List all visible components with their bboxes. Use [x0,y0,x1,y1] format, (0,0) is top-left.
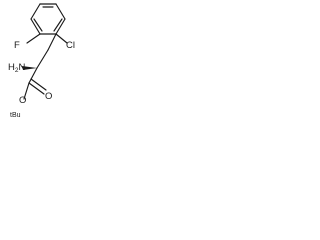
bond-ch2-to-alpha [36,49,49,69]
fluorine-label: F [14,40,20,51]
amine-hydrogen: H [8,62,15,73]
amine-label: H2N [8,62,26,74]
ring-bond-6 [30,3,41,20]
ring-bond-5 [30,18,41,35]
chlorine-label: Cl [66,40,75,51]
ring-bond-2 [55,3,66,20]
bond-carbonyl-to-ester-oxygen [23,82,30,100]
amine-nitrogen: N [19,62,26,73]
bond-ring-to-ch2 [47,33,57,51]
ring-double-bond-2 [53,18,63,32]
bond-alpha-to-carbonyl [28,67,38,84]
chemical-structure: F Cl H2N O O tBu [8,3,75,119]
benzene-ring [30,3,66,35]
tert-butyl-label: tBu [10,112,21,119]
bond-ring-to-fluorine [26,33,41,44]
carbonyl-oxygen-label: O [45,91,52,102]
ring-bond-3 [55,18,66,35]
bond-carbonyl-double-1 [28,82,45,95]
ester-oxygen-label: O [19,95,26,106]
bond-ring-to-chlorine [55,33,68,44]
wedge-bond-to-amine [22,66,37,70]
amine-subscript: 2 [15,67,19,74]
ring-double-bond-3 [33,18,43,32]
bond-carbonyl-double-2 [30,78,47,91]
